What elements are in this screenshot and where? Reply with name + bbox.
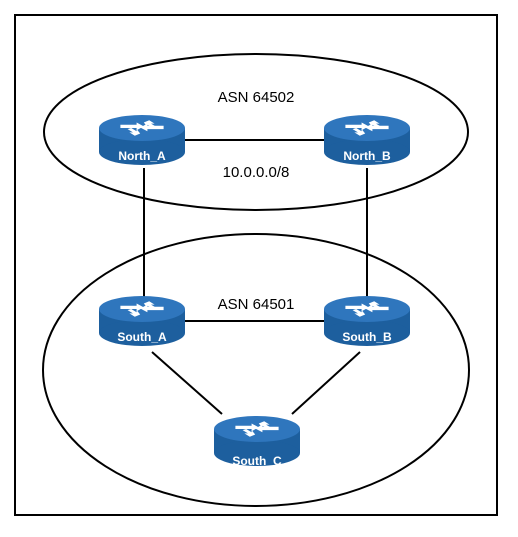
router-label: South_B [342,330,392,344]
asn-north-label: ASN 64502 [218,89,295,106]
router-icon [99,115,185,165]
router-south_c[interactable]: South_C [214,416,300,468]
link-south_a-south_c [151,351,223,415]
router-north_a[interactable]: North_A [99,115,185,165]
as-64502-ellipse [43,53,469,211]
router-north_b[interactable]: North_B [324,115,410,165]
link-south_b-south_c [291,351,361,415]
router-icon [324,115,410,165]
asn-south-label: ASN 64501 [218,296,295,313]
router-south_a[interactable]: South_A [99,296,185,346]
router-label: South_A [117,330,167,344]
router-label: South_C [232,454,282,468]
router-icon [214,416,300,466]
as-64501-ellipse [42,233,470,507]
router-label: North_B [343,149,391,163]
router-label: North_A [118,149,166,163]
router-south_b[interactable]: South_B [324,296,410,346]
prefix-label: 10.0.0.0/8 [223,164,290,181]
router-icon [99,296,185,346]
router-icon [324,296,410,346]
